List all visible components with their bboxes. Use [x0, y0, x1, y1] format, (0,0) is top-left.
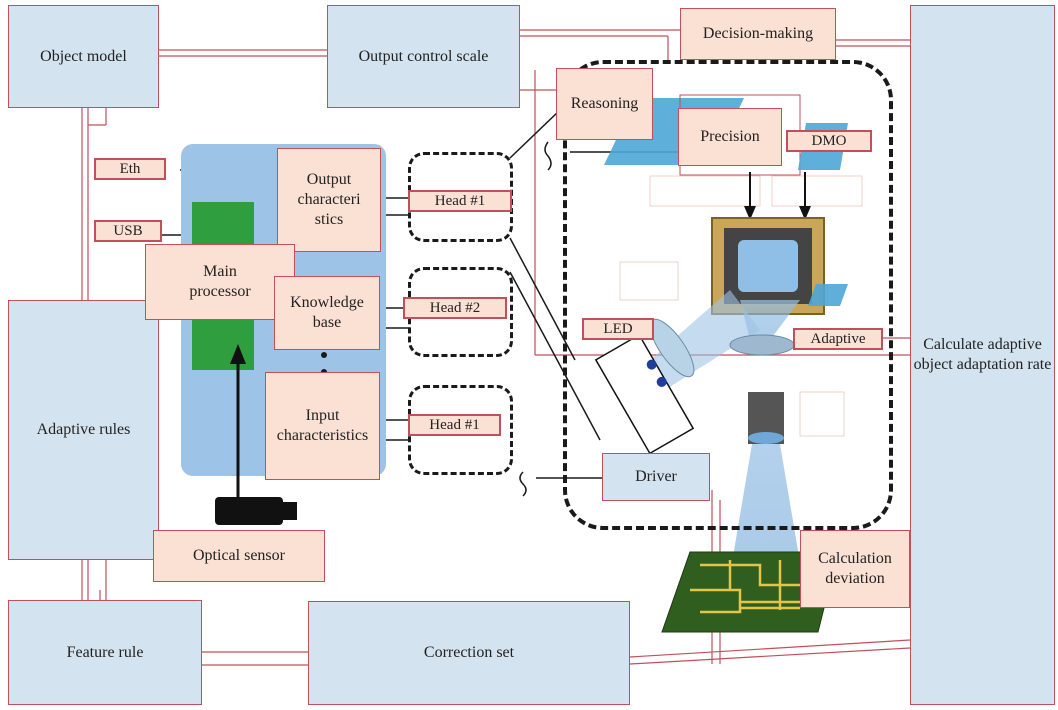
adaptive-rules-box: Adaptive rules: [8, 300, 159, 560]
knowledge-base-box: Knowledge base: [274, 276, 380, 350]
eth-label: Eth: [119, 160, 141, 177]
head-1-top-label: Head #1: [434, 192, 486, 209]
input-characteristics-label: Input characteristics: [276, 407, 369, 444]
object-model-box: Object model: [8, 5, 159, 108]
head-1-top-tag: Head #1: [408, 190, 512, 212]
driver-label: Driver: [635, 468, 677, 485]
head-1-bottom-label: Head #1: [429, 416, 480, 433]
head-2-tag: Head #2: [403, 297, 507, 319]
adaptive-label: Adaptive: [810, 330, 866, 347]
usb-tag: USB: [94, 220, 162, 242]
eth-tag: Eth: [94, 158, 166, 180]
input-characteristics-box: Input characteristics: [265, 372, 380, 480]
led-tag: LED: [582, 318, 654, 340]
main-processor-box: Main processor: [145, 244, 295, 320]
adaptive-tag: Adaptive: [793, 328, 883, 350]
feature-rule-label: Feature rule: [66, 643, 144, 661]
decision-making-box: Decision-making: [680, 8, 836, 60]
camera-icon: [215, 497, 297, 525]
optical-sensor-box: Optical sensor: [153, 530, 325, 582]
decision-making-label: Decision-making: [702, 25, 814, 42]
head-1-bottom-tag: Head #1: [408, 414, 501, 436]
driver-box: Driver: [602, 453, 710, 501]
output-characteristics-label: Output characteri stics: [297, 171, 361, 228]
usb-label: USB: [113, 222, 143, 239]
output-control-scale-label: Output control scale: [358, 47, 489, 65]
calculate-rate-box: Calculate adaptive object adaptation rat…: [910, 5, 1055, 705]
led-label: LED: [603, 320, 633, 337]
output-control-scale-box: Output control scale: [327, 5, 520, 108]
knowledge-base-label: Knowledge base: [290, 294, 364, 331]
correction-set-box: Correction set: [308, 601, 630, 705]
calculation-deviation-box: Calculation deviation: [800, 530, 910, 608]
correction-set-label: Correction set: [423, 644, 515, 661]
reasoning-label: Reasoning: [570, 95, 639, 112]
adaptive-rules-label: Adaptive rules: [36, 421, 131, 438]
optical-sensor-label: Optical sensor: [193, 547, 285, 564]
led-array-icon: [594, 333, 695, 455]
precision-box: Precision: [678, 108, 782, 166]
dmo-tag: DMO: [786, 130, 872, 152]
reasoning-box: Reasoning: [556, 68, 653, 140]
sensor-chip-icon: [711, 217, 825, 315]
calculate-rate-label: Calculate adaptive object adaptation rat…: [913, 336, 1052, 373]
machine-frame: [563, 60, 893, 530]
main-processor-label: Main processor: [189, 263, 251, 300]
output-characteristics-box: Output characteri stics: [277, 148, 381, 252]
precision-label: Precision: [700, 128, 760, 145]
object-model-label: Object model: [40, 47, 127, 65]
feature-rule-box: Feature rule: [8, 600, 202, 705]
head-2-label: Head #2: [429, 299, 481, 316]
circuit-board-icon: [661, 551, 839, 633]
dmo-label: DMO: [811, 132, 847, 149]
calculation-deviation-label: Calculation deviation: [818, 550, 892, 587]
